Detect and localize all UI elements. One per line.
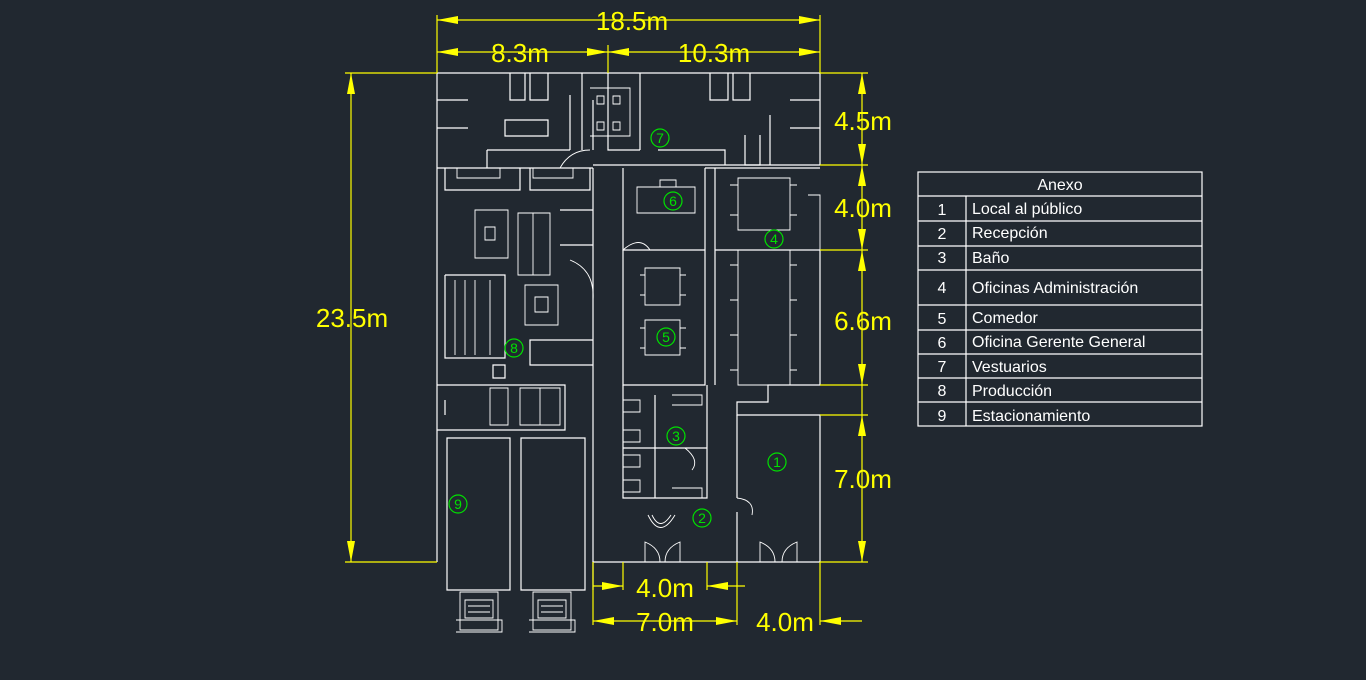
- legend-row-label: Baño: [972, 250, 1009, 267]
- legend-row-label: Oficinas Administración: [972, 280, 1138, 297]
- legend-row-label: Local al público: [972, 201, 1082, 218]
- legend-row-num: 8: [938, 383, 947, 400]
- legend-row-label: Estacionamiento: [972, 408, 1090, 425]
- svg-text:6: 6: [669, 193, 677, 209]
- dim-right-width: 10.3m: [678, 38, 750, 68]
- admin-walls: [714, 168, 820, 385]
- bathroom-fixtures: [623, 394, 703, 499]
- production-door-arc: [559, 149, 594, 301]
- dim-left-width: 8.3m: [491, 38, 549, 68]
- bathroom-door-arc: [684, 447, 696, 471]
- dining-tables: [640, 267, 686, 356]
- dim-total-width: 18.5m: [596, 6, 668, 36]
- truck-right-icon: [529, 591, 576, 633]
- right-locker-walls: [639, 73, 820, 166]
- legend-row-num: 1: [938, 202, 947, 219]
- floor-plan: [436, 72, 821, 633]
- legend-row-label: Recepción: [972, 225, 1048, 242]
- bathroom-walls: [622, 385, 708, 499]
- gerente-desk: [636, 179, 696, 214]
- marker-4: 4: [764, 229, 784, 249]
- svg-text:1: 1: [773, 454, 781, 470]
- room-markers: 1 2 3 4 5 6 7 8 9: [448, 128, 787, 528]
- production-machines: [454, 167, 574, 426]
- marker-9: 9: [448, 494, 468, 514]
- legend-row-num: 4: [938, 280, 947, 297]
- marker-7: 7: [650, 128, 670, 148]
- dim-h2: 4.0m: [834, 193, 892, 223]
- legend-row-label: Comedor: [972, 310, 1038, 327]
- legend-row-label: Oficina Gerente General: [972, 334, 1145, 351]
- reception-desk: [647, 514, 676, 528]
- marker-1: 1: [767, 452, 787, 472]
- legend-row-label: Producción: [972, 383, 1052, 400]
- dim-bottom-door: 4.0m: [636, 573, 694, 603]
- dim-h4: 7.0m: [834, 464, 892, 494]
- legend-row-num: 6: [938, 335, 947, 352]
- marker-6: 6: [663, 191, 683, 211]
- locker-benches: [590, 87, 631, 137]
- legend-table: Anexo 1 Local al público 2 Recepción 3 B…: [917, 171, 1203, 427]
- svg-text:8: 8: [510, 340, 518, 356]
- svg-text:4: 4: [770, 231, 778, 247]
- parking-bays: [446, 437, 586, 591]
- dimension-labels: 18.5m 8.3m 10.3m 23.5m 4.5m 4.0m 6.6m 7.…: [316, 6, 892, 637]
- production-walls: [437, 168, 594, 562]
- dim-h3: 6.6m: [834, 306, 892, 336]
- legend-row-label: Vestuarios: [972, 359, 1047, 376]
- marker-3: 3: [666, 426, 686, 446]
- dim-total-height: 23.5m: [316, 303, 388, 333]
- dim-bottom-right: 4.0m: [756, 607, 814, 637]
- admin-desks: [730, 177, 821, 386]
- svg-text:5: 5: [662, 329, 670, 345]
- comedor-walls: [622, 250, 706, 386]
- dimension-lines: [345, 15, 868, 625]
- legend-row-num: 9: [938, 408, 947, 425]
- marker-5: 5: [656, 327, 676, 347]
- svg-text:7: 7: [656, 130, 664, 146]
- legend-title: Anexo: [1037, 177, 1082, 194]
- comedor-door-arc: [622, 242, 651, 251]
- marker-2: 2: [692, 508, 712, 528]
- truck-left-icon: [456, 591, 503, 633]
- marker-8: 8: [504, 338, 524, 358]
- svg-text:3: 3: [672, 428, 680, 444]
- legend-row-num: 3: [938, 250, 947, 267]
- legend-row-num: 2: [938, 226, 947, 243]
- dim-h1: 4.5m: [834, 106, 892, 136]
- dim-bottom-mid: 7.0m: [636, 607, 694, 637]
- entry-doors: [644, 497, 798, 563]
- left-locker-walls: [437, 73, 640, 169]
- svg-text:9: 9: [454, 496, 462, 512]
- legend-row-num: 7: [938, 359, 947, 376]
- legend-row-num: 5: [938, 311, 947, 328]
- svg-text:2: 2: [698, 510, 706, 526]
